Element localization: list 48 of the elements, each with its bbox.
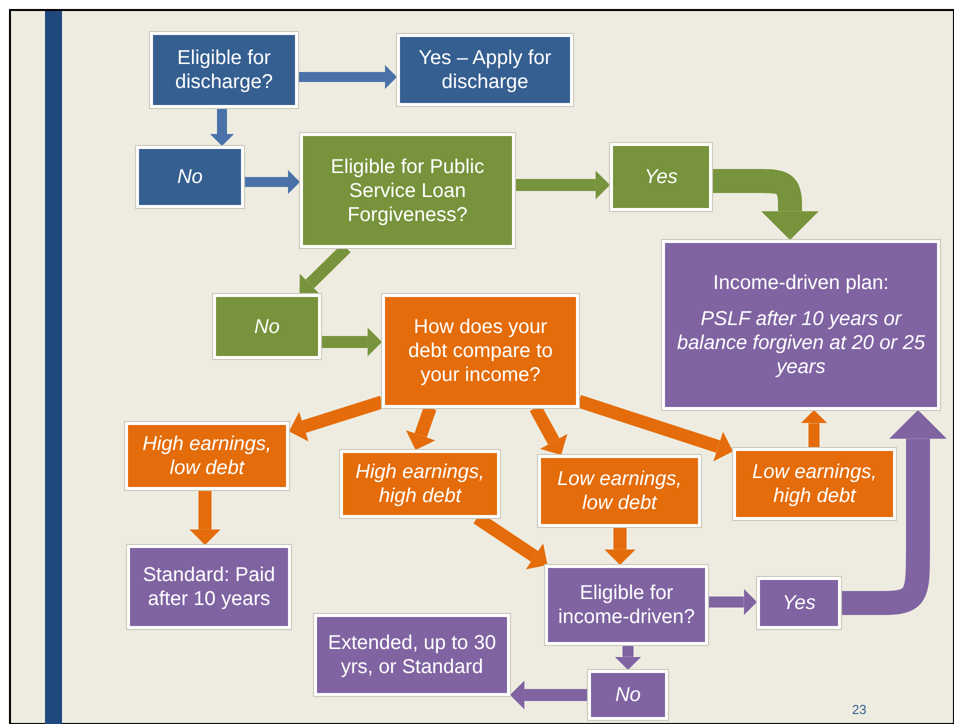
block-arrow: [515, 170, 610, 200]
box-text: No: [254, 314, 280, 338]
block-arrow: [708, 588, 757, 616]
box-text: How does your debt compare to your income?: [407, 315, 554, 387]
block-arrow: [289, 396, 384, 442]
process-box: [545, 565, 708, 645]
process-box: [314, 614, 510, 696]
process-box: [300, 133, 515, 248]
process-box: [127, 545, 291, 629]
box-text: Low earnings, low debt: [556, 467, 683, 515]
page-number: 23: [852, 702, 866, 717]
process-box: [733, 448, 896, 520]
box-text: High earnings, low debt: [142, 432, 272, 480]
box-text: No: [615, 683, 641, 707]
block-arrow: [210, 108, 234, 146]
box-text: Standard: Paid after 10 years: [142, 563, 276, 611]
box-text: Eligible for income-driven?: [557, 581, 696, 629]
process-box: [588, 670, 668, 720]
process-box: [757, 577, 841, 629]
box-text: Yes: [782, 591, 816, 615]
block-arrow: [244, 170, 300, 194]
process-box: [397, 34, 573, 106]
block-arrow: [614, 645, 642, 670]
process-box: [662, 240, 940, 410]
process-box: [340, 450, 500, 518]
block-arrow: [321, 328, 382, 356]
block-arrow: [604, 527, 636, 565]
process-box: [382, 294, 579, 408]
box-text: Yes: [644, 165, 678, 189]
block-arrow: [298, 65, 397, 89]
box-text: High earnings, high debt: [354, 460, 486, 508]
box-text: Low earnings, high debt: [751, 460, 878, 508]
process-box: [136, 146, 244, 208]
process-box: [538, 455, 701, 527]
box-text: Eligible for Public Service Loan Forgiveness?: [330, 154, 486, 226]
block-arrow: [510, 680, 588, 710]
box-text: No: [177, 165, 203, 189]
process-box: [213, 294, 321, 359]
process-box: [610, 143, 712, 211]
process-box: [125, 422, 289, 490]
box-text: Extended, up to 30 yrs, or Standard: [327, 631, 497, 679]
block-arrow: [189, 490, 221, 545]
box-text: Income-driven plan:: [713, 271, 889, 295]
box-text: Eligible for discharge?: [174, 46, 274, 94]
box-text: Yes – Apply for discharge: [418, 46, 552, 94]
block-arrow: [800, 410, 828, 448]
process-box: [150, 32, 298, 108]
box-note: PSLF after 10 years or balance forgiven at 20 or 25 years: [677, 307, 925, 379]
